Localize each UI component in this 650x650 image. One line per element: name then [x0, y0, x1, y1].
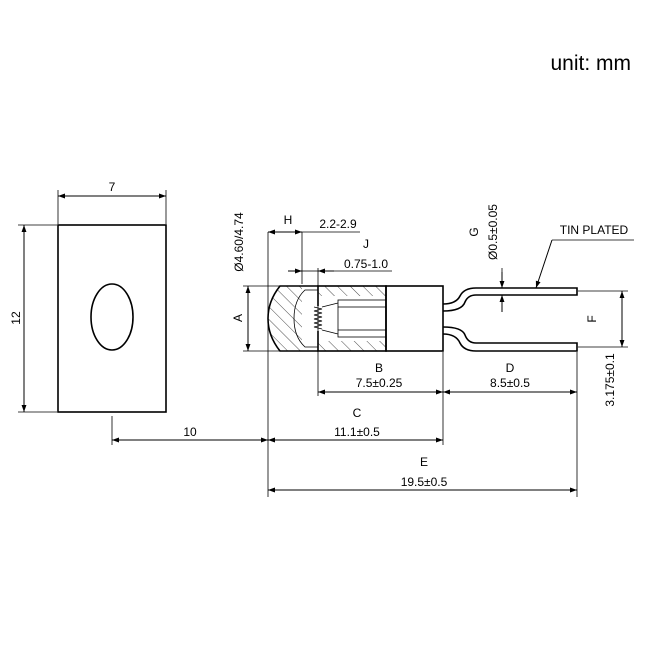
dim-H-value: 2.2-2.9 [319, 217, 357, 231]
dim-C-value: 11.1±0.5 [334, 425, 380, 439]
dim-B-value: 7.5±0.25 [356, 376, 403, 390]
dim-G-letter: G [467, 227, 481, 236]
dim-B-letter: B [375, 361, 383, 375]
front-view-body [57, 224, 167, 413]
dim-H-letter: H [284, 213, 293, 227]
tin-plated-label: TIN PLATED [560, 223, 629, 237]
front-view-lens [90, 283, 134, 351]
lamp-base [385, 285, 444, 352]
dim-J-value: 0.75-1.0 [344, 257, 388, 271]
filament-coil [313, 302, 339, 335]
lead-lower [442, 326, 578, 352]
dim-offset-value: 10 [183, 425, 197, 439]
front-width-label: 7 [109, 180, 116, 194]
dim-E-value: 19.5±0.5 [401, 475, 448, 489]
dim-G-value: Ø0.5±0.05 [486, 204, 500, 260]
side-view [267, 285, 578, 352]
dim-J-letter: J [363, 237, 369, 251]
front-view: 7 12 [9, 180, 167, 413]
dim-D-value: 8.5±0.5 [490, 376, 530, 390]
dim-A-letter: A [231, 314, 245, 322]
front-height-label: 12 [9, 311, 23, 325]
dim-A-value: Ø4.60/4.74 [232, 212, 246, 272]
lead-upper [442, 287, 578, 312]
dim-F-letter: F [585, 315, 599, 322]
unit-note: unit: mm [550, 52, 631, 75]
dim-D-letter: D [506, 361, 515, 375]
dim-C-letter: C [353, 406, 362, 420]
dim-F-value: 3.175±0.1 [603, 353, 617, 407]
dim-E-letter: E [420, 455, 428, 469]
